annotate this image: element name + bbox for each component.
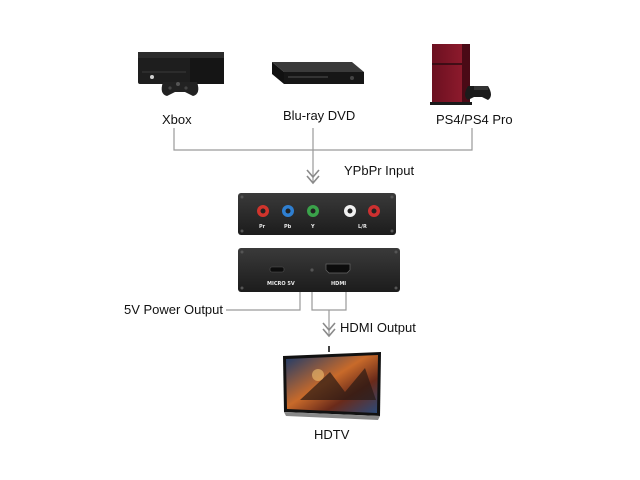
port-audio-right [368,205,380,217]
hdmi-port-label: HDMI [331,281,346,287]
hdtv-label: HDTV [314,427,350,442]
port-label-pb: Pb [284,224,292,230]
port-pb [282,205,294,217]
micro-port-label: MICRO 5V [267,281,295,287]
converter-back-panel [238,248,400,292]
source-label-ps4: PS4/PS4 Pro [436,112,513,127]
hdtv-icon [283,346,381,420]
source-label-bluray: Blu-ray DVD [283,108,356,123]
power-led-icon [310,268,314,272]
port-pr [257,205,269,217]
port-label-pr: Pr [259,224,266,230]
ypbpr-input-label: YPbPr Input [344,163,415,178]
connector-lines [173,128,473,336]
hdmi-port [325,263,351,274]
micro-usb-port [269,266,285,273]
arrow-heads [306,169,336,338]
bluray-player-icon [272,62,364,84]
port-label-audio: L/R [358,224,367,230]
port-label-y: Y [310,224,315,230]
ps4-console-icon [430,44,491,105]
power-output-label: 5V Power Output [124,302,223,317]
hdmi-output-label: HDMI Output [340,320,416,335]
port-y [307,205,319,217]
source-label-xbox: Xbox [162,112,192,127]
xbox-console-icon [138,52,224,96]
port-audio-left [344,205,356,217]
